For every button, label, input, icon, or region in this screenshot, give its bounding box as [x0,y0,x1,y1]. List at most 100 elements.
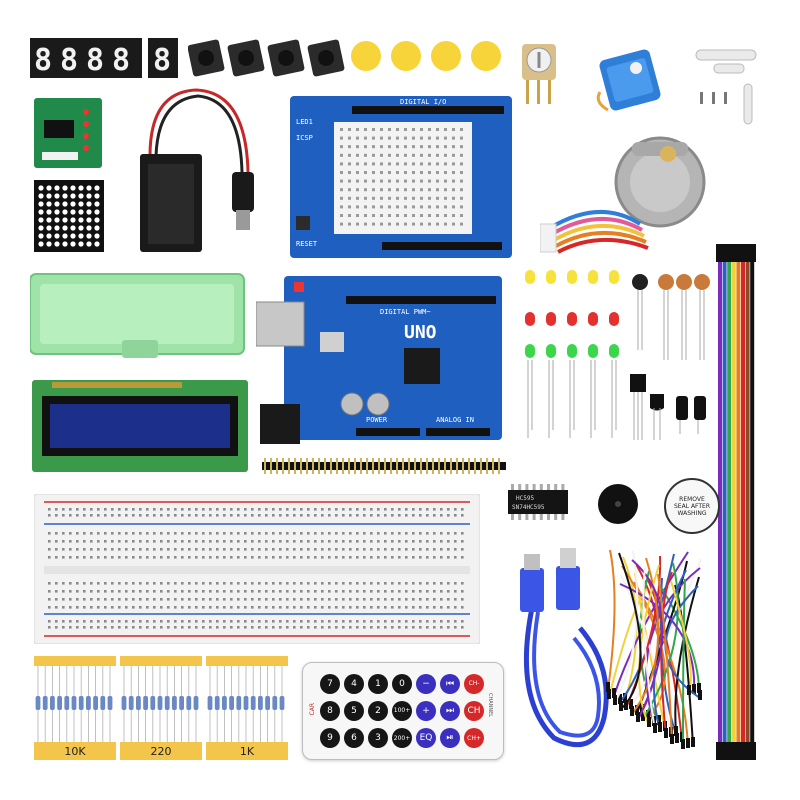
remote-key[interactable]: ⏮ [440,673,460,694]
transistor [650,394,664,440]
shift-register-chip: HC595 SN74HC595 [508,484,568,520]
uno-power-label: POWER [366,416,388,424]
passive-buzzer [598,484,638,524]
remote-key[interactable]: + [416,700,436,721]
svg-text:8: 8 [34,43,52,78]
resistor [57,696,62,710]
led-matrix [34,180,104,252]
remote-key[interactable]: CH+ [464,728,484,749]
remote-key[interactable]: ⏯ [440,728,460,749]
svg-text:8: 8 [86,43,104,78]
chip-label-bottom: SN74HC595 [512,504,545,511]
photoresistor [658,274,674,360]
resistor [42,696,48,710]
resistor [50,696,55,710]
battery-holder [140,88,254,252]
remote-brand: CAR [309,703,316,716]
led [525,312,535,326]
pin-header [262,458,506,474]
svg-text:8: 8 [153,43,171,78]
remote-key[interactable]: 2 [368,700,388,721]
remote-key[interactable]: 4 [344,673,364,694]
led [588,312,598,326]
resistor [229,696,234,710]
jumper-wire [618,552,642,710]
lcd-module [32,380,248,472]
led [546,312,556,326]
active-buzzer: REMOVE SEAL AFTER WASHING [664,478,720,534]
tactile-button [188,39,225,77]
resistor [150,696,156,710]
remote-key[interactable]: 3 [368,728,388,749]
led [567,344,577,358]
resistor [222,696,227,710]
remote-key[interactable]: 0 [392,673,412,694]
flame-sensor [632,274,648,350]
resistor [236,696,242,710]
usb-port [256,301,305,347]
remote-key[interactable]: 100+ [392,700,412,721]
remote-key[interactable]: 6 [344,728,364,749]
remote-key[interactable]: CH [464,700,484,721]
resistor [128,696,134,710]
shield-icsp-label: ICSP [296,134,313,142]
yellow-button-cap [351,41,381,71]
remote-key[interactable]: 7 [320,673,340,694]
remote-key[interactable]: 8 [320,700,340,721]
usb-a-connector [556,566,580,610]
resistor [100,696,106,710]
jumper-wire [633,581,689,747]
uno-brand: UNO [404,322,437,343]
servo-motor [596,49,661,112]
stepper-motor [540,136,706,254]
jumper-wire [642,562,679,720]
remote-key[interactable]: EQ [416,728,436,749]
uno-digital-label: DIGITAL PWM~ [380,308,431,316]
shield-digital-label: DIGITAL I/O [400,98,446,106]
remote-key[interactable]: 1 [368,673,388,694]
remote-key[interactable]: 200+ [392,728,412,749]
led [525,344,535,358]
usb-b-connector [520,568,544,612]
resistor [64,696,70,710]
potentiometer [522,44,556,104]
tactile-button [267,39,305,77]
tactile-button [307,39,345,77]
four-digit-display [30,38,142,78]
breadboard [34,494,480,644]
remote-key[interactable]: − [416,673,436,694]
resistor [164,696,170,710]
remote-key[interactable]: CH- [464,673,484,694]
remote-key[interactable]: ⏭ [440,700,460,721]
microcontroller-chip [404,348,440,384]
jumper-wire [657,573,673,743]
resistor [78,696,84,710]
resistor [179,696,184,710]
tactile-button [227,39,265,77]
resistor-label-220: 220 [120,742,202,760]
yellow-button-cap [391,41,421,71]
sensors [630,274,710,440]
jumper-wire [647,579,683,741]
resistor [93,696,98,710]
yellow-button-cap [431,41,461,71]
led [567,270,577,284]
resistor [157,696,163,710]
shield-reset-label: RESET [296,240,318,248]
resistor [272,696,278,710]
led [567,312,577,326]
resistor [86,696,91,710]
resistor [186,696,192,710]
single-digit-display [148,38,178,78]
resistor [214,696,220,710]
prototype-shield: DIGITAL I/O LED1 ICSP RESET [290,96,512,258]
yellow-button-cap [471,41,501,71]
remote-key[interactable]: 9 [320,728,340,749]
resistor [193,696,199,710]
remote-key[interactable]: 5 [344,700,364,721]
resistor-strips: 10K 220 1K [34,656,288,760]
svg-text:8: 8 [112,43,130,78]
resistor [71,696,77,710]
jumper-wire [682,578,686,748]
